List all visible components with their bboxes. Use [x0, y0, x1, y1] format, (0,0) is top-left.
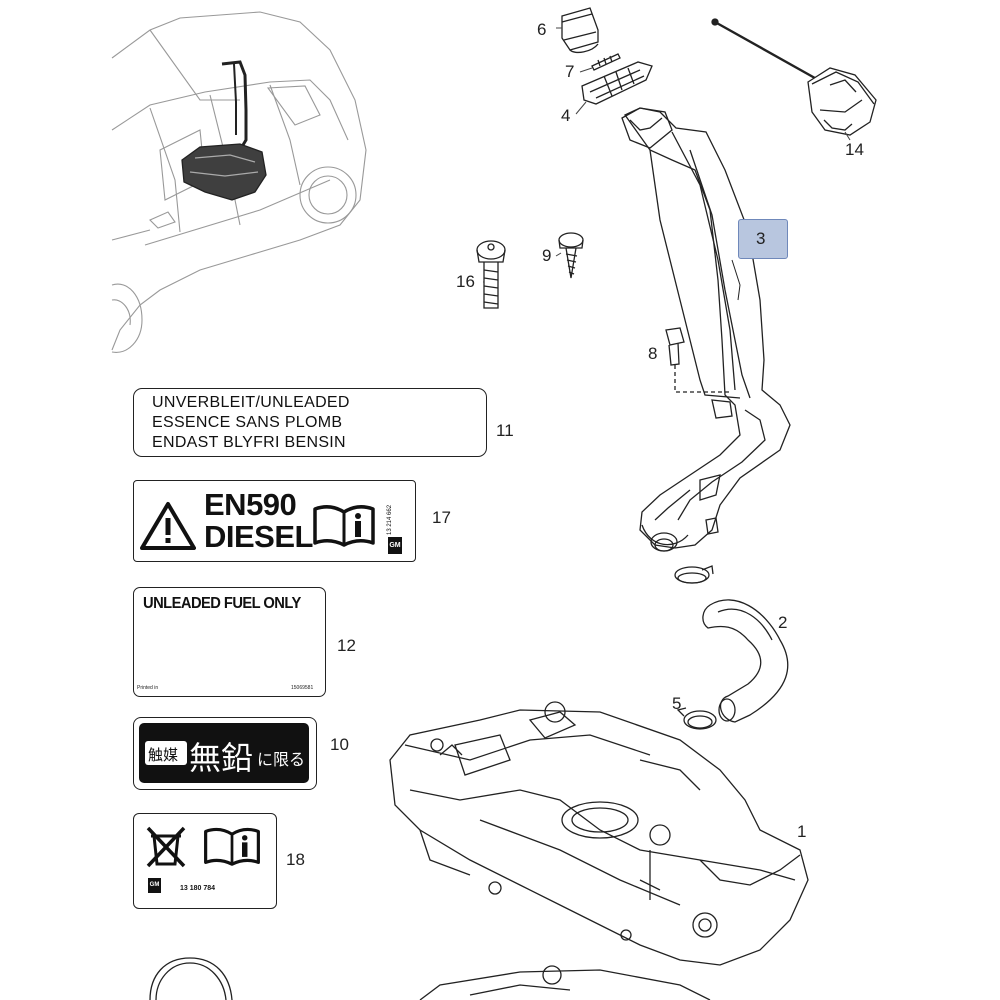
part-8-bolt	[665, 327, 730, 393]
part-2-hose	[702, 599, 789, 723]
label-17-part-number: 13 214 662	[387, 504, 393, 535]
warning-triangle-icon	[140, 502, 196, 550]
manual-book-icon	[313, 505, 375, 547]
part-14-fuel-cap	[711, 18, 877, 136]
no-disposal-icon	[146, 826, 186, 868]
callout-4: 4	[561, 106, 571, 125]
callout-17: 17	[432, 508, 451, 527]
callout-14: 14	[845, 140, 864, 159]
part-5-clamp-upper	[674, 565, 714, 584]
part-7-strip	[591, 53, 621, 71]
leader-lines	[483, 27, 851, 283]
gm-logo-icon: GM	[388, 537, 402, 554]
gm-logo-icon-2: GM	[148, 878, 161, 893]
label-11-unleaded: UNVERBLEIT/UNLEADED ESSENCE SANS PLOMB E…	[133, 388, 487, 457]
callout-9: 9	[542, 246, 552, 265]
label-10-catalyst-box: 触媒	[145, 741, 187, 765]
part-9-screw	[558, 232, 584, 279]
gasket-ring	[149, 957, 233, 1000]
label-12-part-number: 15069581	[291, 685, 314, 691]
label-11-line-1: UNVERBLEIT/UNLEADED	[152, 394, 350, 411]
label-18-part-number: 13 180 784	[180, 885, 216, 892]
callout-11: 11	[496, 421, 514, 440]
label-18-notice: GM 13 180 784	[133, 813, 277, 909]
label-12-title: UNLEADED FUEL ONLY	[143, 595, 301, 612]
callout-6: 6	[537, 20, 547, 39]
callout-3[interactable]: 3	[756, 229, 766, 248]
part-1-fuel-tank-lower-view	[419, 965, 711, 1000]
label-10-suffix-text: に限る	[257, 752, 306, 769]
part-16-bolt	[476, 240, 506, 309]
callout-12: 12	[337, 636, 356, 655]
callout-5: 5	[672, 694, 682, 713]
label-10-japanese-unleaded: 触媒 無鉛 に限る	[133, 717, 317, 790]
callout-1: 1	[797, 822, 807, 841]
callout-10: 10	[330, 735, 349, 754]
callout-2: 2	[778, 613, 788, 632]
part-1-fuel-tank	[389, 701, 809, 966]
label-11-line-2: ESSENCE SANS PLOMB	[152, 414, 343, 431]
label-17-diesel: EN590 DIESEL 13 214 662 GM	[133, 480, 416, 562]
label-12-unleaded-fuel-only: UNLEADED FUEL ONLY Printed in 15069581	[133, 587, 326, 697]
label-10-black-panel: 触媒 無鉛 に限る	[139, 723, 309, 783]
label-11-line-3: ENDAST BLYFRI BENSIN	[152, 434, 346, 451]
part-5-clamp-lower	[676, 707, 717, 730]
label-12-printed: Printed in	[137, 685, 159, 691]
filler-pipe	[621, 107, 791, 552]
manual-book-icon-2	[204, 827, 260, 866]
label-17-line-2: DIESEL	[204, 519, 313, 554]
label-10-left-text: 触媒	[148, 747, 179, 764]
callout-16: 16	[456, 272, 475, 291]
part-3-highlight[interactable]	[738, 219, 788, 259]
callout-7: 7	[565, 62, 575, 81]
callout-18: 18	[286, 850, 305, 869]
part-4-bracket	[581, 61, 653, 105]
callout-8: 8	[648, 344, 658, 363]
car-fuel-system-highlight	[181, 60, 267, 201]
label-17-line-1: EN590	[204, 487, 297, 522]
part-6-seal	[561, 7, 599, 54]
label-10-main-text: 無鉛	[189, 740, 254, 776]
